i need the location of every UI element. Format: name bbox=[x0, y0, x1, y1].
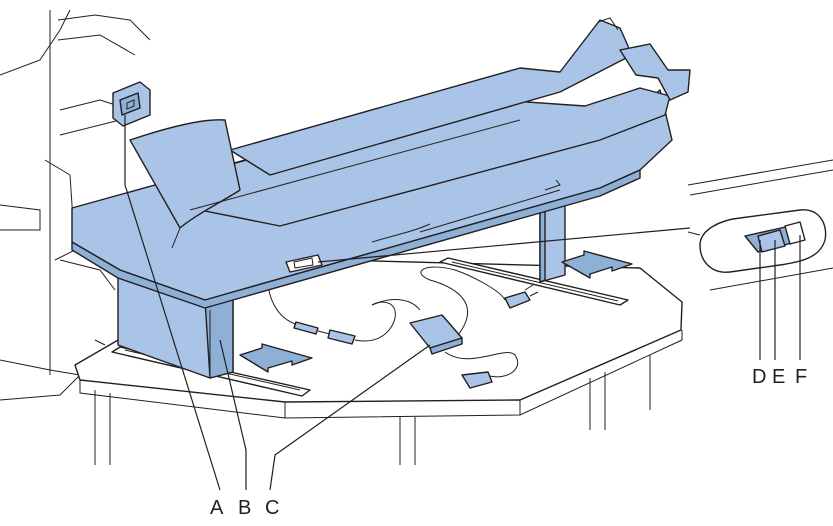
callout-b-label: B bbox=[238, 497, 251, 519]
switch-detail bbox=[687, 159, 833, 291]
arrow-left-right-icon bbox=[239, 343, 313, 373]
callout-e-label: E bbox=[772, 366, 785, 388]
switch-slot bbox=[285, 254, 323, 273]
arrow-left-right-icon bbox=[561, 250, 633, 279]
callout-a-label: A bbox=[210, 497, 224, 519]
callout-leaders bbox=[124, 115, 801, 491]
callout-c-label: C bbox=[265, 497, 279, 519]
tray-unit bbox=[71, 17, 691, 309]
cables bbox=[267, 266, 539, 389]
left-support bbox=[117, 264, 234, 379]
magnifier-leader bbox=[317, 227, 691, 263]
callout-d-label: D bbox=[752, 366, 766, 388]
callout-f-label: F bbox=[795, 366, 807, 388]
host-connector bbox=[112, 81, 151, 127]
